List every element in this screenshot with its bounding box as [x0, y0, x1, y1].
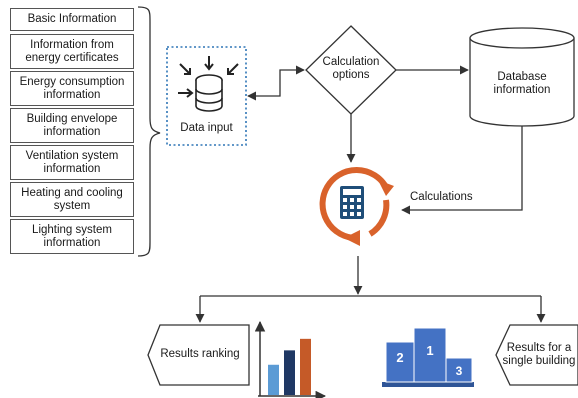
input-heating-cooling: Heating and cooling system — [10, 182, 134, 217]
input-ventilation-system: Ventilation system information — [10, 145, 134, 180]
connectors — [195, 65, 546, 323]
input-building-envelope: Building envelope information — [10, 108, 134, 143]
input-energy-certificates: Information from energy certificates — [10, 34, 134, 69]
podium-third — [445, 357, 473, 383]
calculation-options-label: Calculation options — [322, 56, 380, 81]
incoming-arrows-icon — [178, 56, 239, 98]
results-single-building-shape — [495, 324, 578, 386]
calculations-label: Calculations — [410, 191, 473, 203]
podium-first-label: 1 — [426, 343, 433, 358]
database-information-cylinder — [469, 27, 575, 127]
ranking-bar-chart-icon — [254, 320, 327, 398]
results-ranking-label: Results ranking — [160, 348, 240, 360]
results-ranking-shape — [147, 324, 250, 386]
podium-second-label: 2 — [396, 350, 403, 365]
ranking-bar-1 — [268, 364, 279, 395]
data-input-label: Data input — [180, 122, 233, 134]
ranking-bar-2 — [284, 350, 295, 395]
input-lighting-system: Lighting system information — [10, 219, 134, 254]
input-energy-consumption: Energy consumption information — [10, 71, 134, 106]
input-basic-information: Basic Information — [10, 8, 134, 31]
calculation-cycle-icon — [319, 167, 394, 246]
results-single-building-label: Results for a single building — [502, 342, 576, 367]
database-icon — [195, 74, 223, 112]
podium-first — [413, 327, 447, 383]
database-information-label: Database information — [493, 71, 551, 96]
ranking-bar-3 — [300, 338, 311, 395]
calculator-icon — [340, 186, 364, 219]
podium-icon: 2 1 3 — [382, 327, 474, 387]
input-brace — [137, 6, 161, 257]
podium-third-label: 3 — [456, 364, 463, 378]
